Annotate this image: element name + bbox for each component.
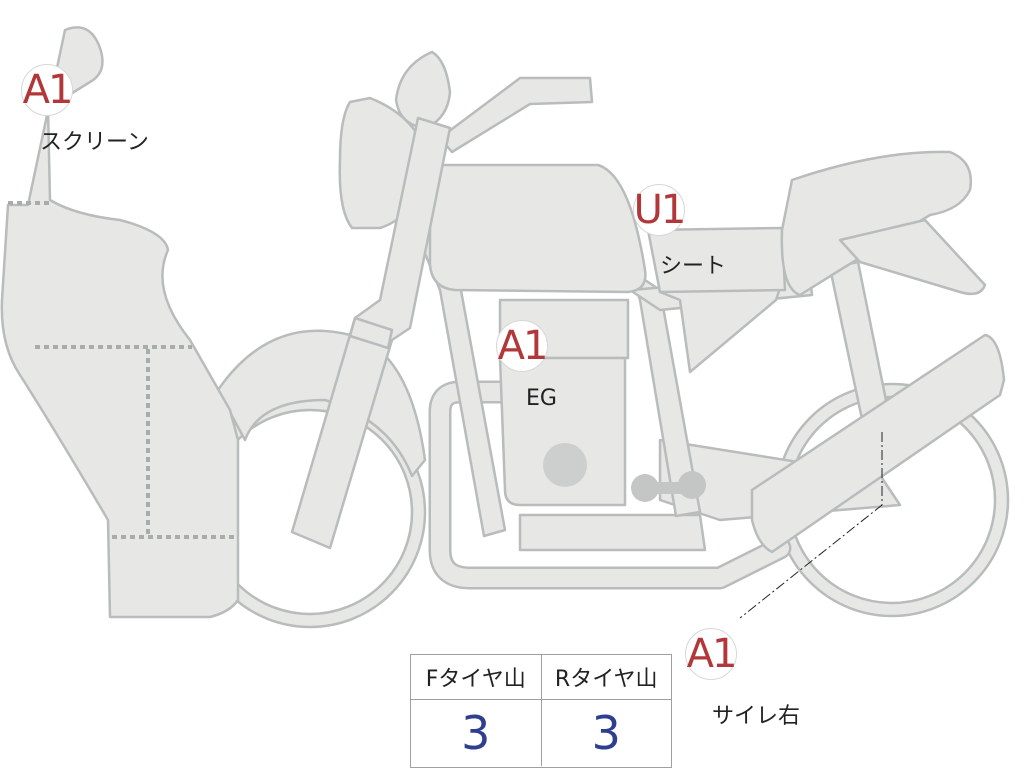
rear-seat	[780, 150, 973, 297]
muffler-label: サイレ右	[712, 704, 801, 729]
screen-label: スクリーン	[40, 130, 149, 155]
engine-damage-marker: A1	[496, 320, 548, 372]
fairing-seams	[8, 201, 236, 539]
footpeg	[631, 471, 706, 502]
rear-tire-header: Rタイヤ山	[540, 655, 672, 699]
exhaust-pipe	[428, 380, 792, 590]
rear-tire-value: 3	[540, 700, 672, 766]
muffler	[750, 333, 1006, 554]
seat-damage-marker: U1	[633, 184, 686, 236]
seat-label: シート	[660, 254, 727, 279]
fork-clamp	[348, 316, 394, 350]
tire-table-header-row: Fタイヤ山 Rタイヤ山	[411, 655, 671, 700]
tire-tread-table: Fタイヤ山 Rタイヤ山 3 3	[410, 654, 672, 768]
screen-damage-marker: A1	[21, 64, 73, 116]
handlebar	[438, 76, 594, 154]
front-tire-header: Fタイヤ山	[425, 667, 526, 692]
fairing	[0, 26, 240, 619]
engine-label: EG	[526, 386, 557, 411]
fuel-tank	[428, 163, 647, 294]
engine	[498, 298, 707, 552]
mirror	[394, 50, 452, 130]
seat-front	[646, 226, 787, 294]
tail-cowl	[838, 218, 987, 296]
muffler-damage-marker: A1	[685, 628, 737, 680]
tire-table-value-row: 3 3	[411, 700, 671, 766]
muffler-leader	[739, 432, 883, 619]
front-tire-value: 3	[461, 706, 491, 760]
